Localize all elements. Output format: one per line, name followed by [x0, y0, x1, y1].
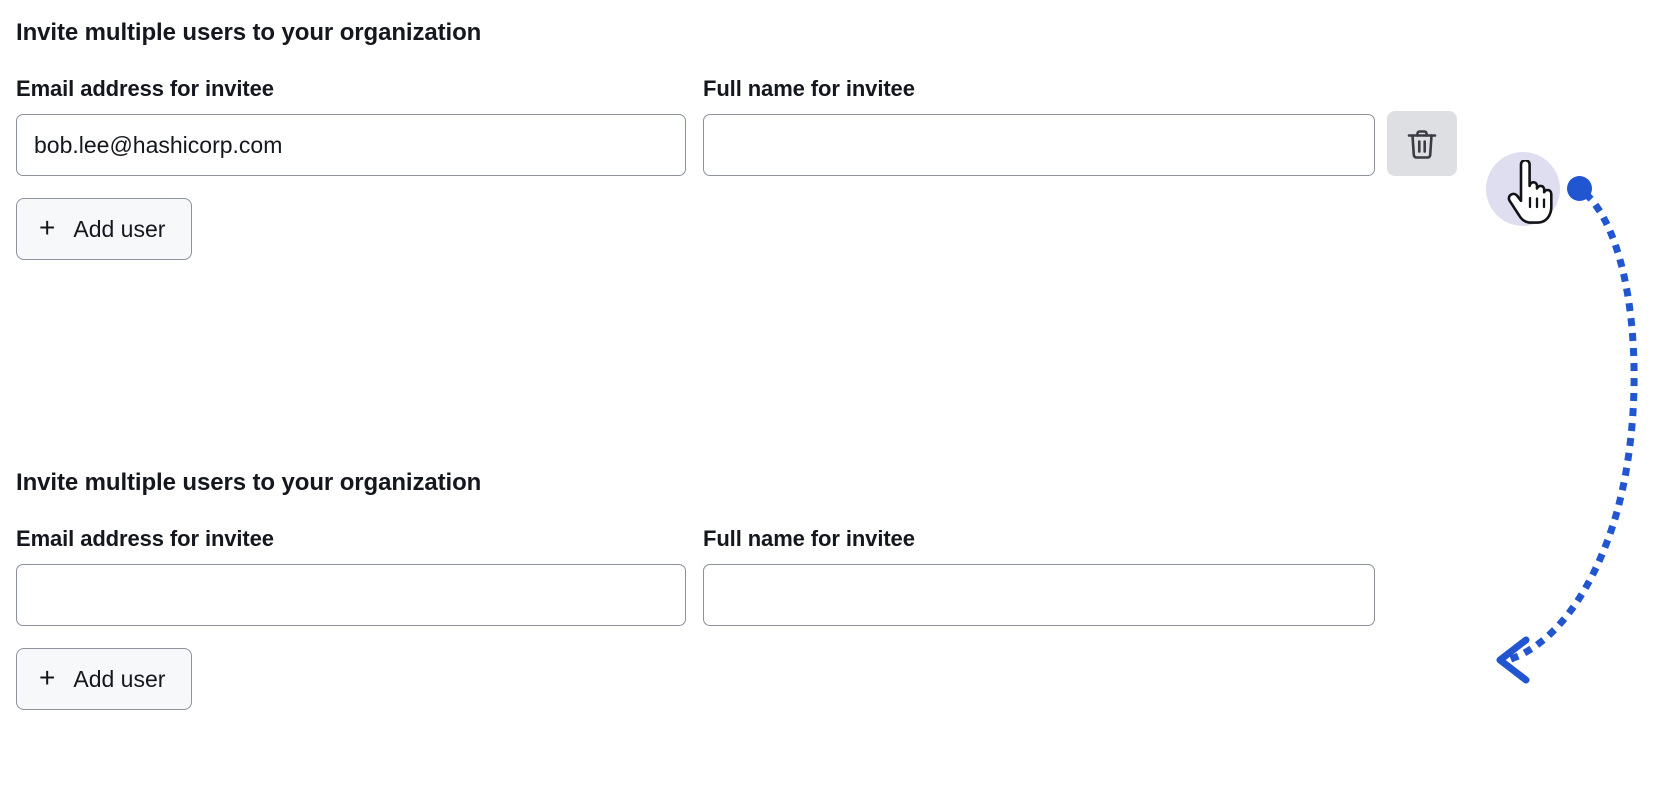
email-input[interactable] [16, 114, 686, 176]
email-field-group-2: Email address for invitee [16, 526, 686, 626]
add-user-label: Add user [73, 215, 166, 242]
invitee-field-row-1: Email address for invitee Full name for … [16, 76, 1457, 176]
add-user-label-2: Add user [73, 665, 166, 692]
email-field-label-2: Email address for invitee [16, 526, 274, 551]
plus-icon: + [39, 212, 56, 243]
fullname-field-group-2: Full name for invitee [703, 526, 1375, 626]
trash-icon [1407, 128, 1437, 160]
delete-invitee-button[interactable] [1387, 111, 1457, 176]
page-title-2: Invite multiple users to your organizati… [16, 469, 482, 496]
hand-pointer-cursor [1504, 158, 1558, 229]
click-dot [1567, 176, 1592, 201]
fullname-field-group-1: Full name for invitee [703, 76, 1375, 176]
fullname-field-label-2: Full name for invitee [703, 526, 915, 551]
invitee-field-row-2: Email address for invitee Full name for … [16, 526, 1375, 626]
email-field-group-1: Email address for invitee [16, 76, 686, 176]
add-user-button-1[interactable]: + Add user [16, 198, 193, 260]
cursor-highlight-halo [1486, 152, 1560, 226]
fullname-input-2[interactable] [703, 564, 1375, 626]
fullname-input[interactable] [703, 114, 1375, 176]
add-user-button-2[interactable]: + Add user [16, 648, 193, 710]
fullname-field-label: Full name for invitee [703, 76, 915, 101]
page-title: Invite multiple users to your organizati… [16, 19, 482, 46]
email-input-2[interactable] [16, 564, 686, 626]
plus-icon-2: + [39, 662, 56, 693]
invite-section-1: Invite multiple users to your organizati… [16, 18, 1457, 260]
email-field-label: Email address for invitee [16, 76, 274, 101]
invite-section-2: Invite multiple users to your organizati… [16, 468, 1375, 710]
